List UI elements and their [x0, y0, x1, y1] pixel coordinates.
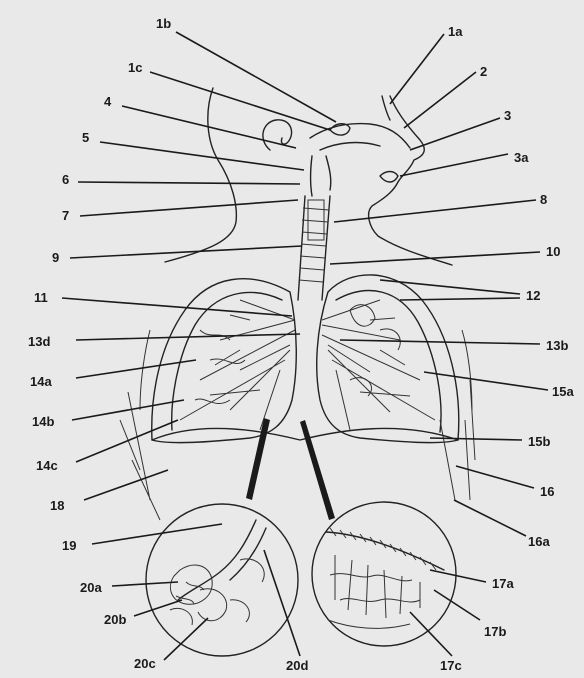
label-20b: 20b	[104, 612, 126, 627]
trachea	[298, 196, 330, 300]
label-5: 5	[82, 130, 89, 145]
label-1c: 1c	[128, 60, 142, 75]
label-17a: 17a	[492, 576, 514, 591]
label-20c: 20c	[134, 656, 156, 671]
label-3a: 3a	[514, 150, 529, 165]
label-14c: 14c	[36, 458, 58, 473]
alveoli-magnified	[146, 504, 298, 656]
label-11: 11	[34, 290, 48, 305]
label-16: 16	[540, 484, 554, 499]
label-7: 7	[62, 208, 69, 223]
label-9: 9	[52, 250, 59, 265]
label-19: 19	[62, 538, 76, 553]
label-8: 8	[540, 192, 547, 207]
label-15b: 15b	[528, 434, 550, 449]
label-1b: 1b	[156, 16, 171, 31]
labels: 1b 1a 1c 2 4 3 5 3a 6 8 7 10 9 11 12 13d…	[28, 16, 574, 673]
rib-cage	[120, 330, 475, 520]
left-lung	[152, 279, 297, 443]
label-18: 18	[50, 498, 64, 513]
label-17c: 17c	[440, 658, 462, 673]
label-15a: 15a	[552, 384, 574, 399]
label-20a: 20a	[80, 580, 102, 595]
label-6: 6	[62, 172, 69, 187]
label-10: 10	[546, 244, 560, 259]
bronchus-magnified	[312, 502, 456, 646]
magnifier-connectors	[246, 418, 335, 520]
label-1a: 1a	[448, 24, 463, 39]
label-14b: 14b	[32, 414, 54, 429]
label-4: 4	[104, 94, 112, 109]
label-2: 2	[480, 64, 487, 79]
leader-lines	[62, 32, 548, 660]
label-12: 12	[526, 288, 540, 303]
label-13b: 13b	[546, 338, 568, 353]
label-20d: 20d	[286, 658, 308, 673]
label-17b: 17b	[484, 624, 506, 639]
label-3: 3	[504, 108, 511, 123]
label-13d: 13d	[28, 334, 50, 349]
label-16a: 16a	[528, 534, 550, 549]
label-14a: 14a	[30, 374, 52, 389]
